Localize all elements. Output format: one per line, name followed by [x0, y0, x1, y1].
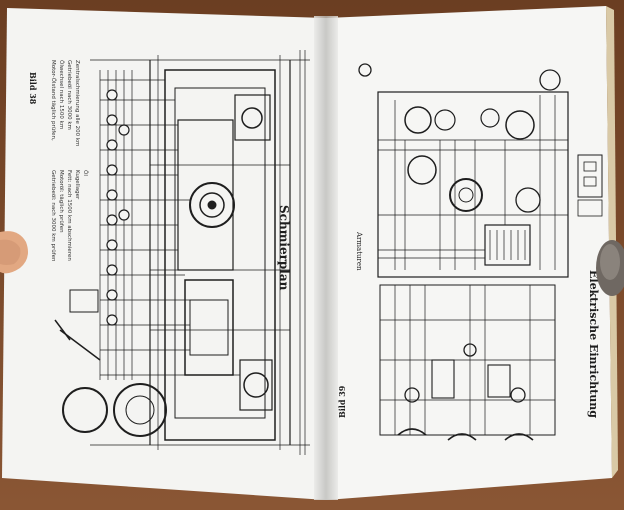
- legend-item-5: Öl: [82, 170, 89, 176]
- left-hand: [0, 231, 28, 274]
- note-line-1: Motor-Ölstand täglich prüfen,: [50, 60, 57, 141]
- legend-item-4: Kugellager: [74, 170, 80, 200]
- lubrication-diagram: [54, 50, 310, 455]
- book-gutter: [314, 16, 338, 500]
- legend-item-3: Fett: nach 1500 km abschmieren: [66, 170, 72, 261]
- right-plate-number: Bild 39: [337, 385, 347, 418]
- note-line-2: Ölwechsel nach 1500 km: [58, 60, 65, 129]
- wiring-diagram: [358, 63, 603, 441]
- legend-item-1: Getriebeöl: nach 3000 km prüfen: [50, 170, 56, 262]
- left-plate-number: Bild 38: [28, 72, 38, 105]
- left-page-labels: Bild 38 Schmierplan Getriebeöl: nach 300…: [28, 60, 291, 291]
- right-page: [326, 6, 612, 500]
- open-book: [2, 6, 618, 500]
- note-line-3: Getriebeöl nach 3000 km: [66, 60, 72, 130]
- panel-label: Armaturen: [355, 231, 363, 271]
- right-page-labels: Bild 39 Elektrische Einrichtung Armature…: [337, 231, 600, 418]
- note-line-4: Zentralschmierung alle 200 km: [74, 60, 80, 146]
- right-thumb: [596, 240, 624, 296]
- left-page-caption: Schmierplan: [277, 205, 291, 291]
- left-page: [2, 8, 326, 500]
- legend-item-2: Motoröl: täglich prüfen: [58, 170, 64, 233]
- right-page-caption: Elektrische Einrichtung: [587, 270, 600, 418]
